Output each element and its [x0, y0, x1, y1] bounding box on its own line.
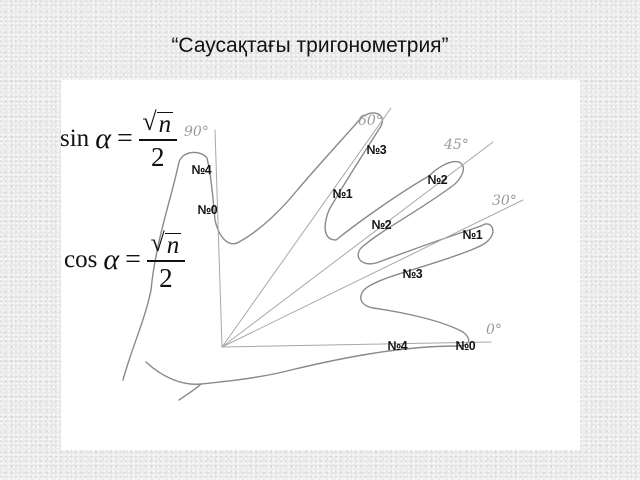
numerator: √ n	[150, 228, 182, 259]
angle-30-label: 30°	[492, 193, 517, 209]
radical-icon: √	[142, 107, 157, 136]
ray-60	[221, 107, 392, 348]
radical-icon: √	[150, 228, 165, 257]
angle-0-label: 0°	[486, 322, 502, 338]
fraction: √ n 2	[146, 228, 185, 293]
slide-title: “Саусақтағы тригонометрия”	[171, 34, 449, 57]
label-pinky-tip: №0	[455, 338, 476, 353]
ring-finger-outline	[360, 223, 494, 347]
label-ring-tip: №1	[462, 227, 483, 242]
middle-finger-outline	[357, 160, 482, 265]
alpha-symbol: α	[95, 121, 111, 155]
alpha-symbol: α	[103, 242, 120, 276]
label-middle-tip: №2	[427, 172, 448, 187]
cos-function: cos	[64, 245, 98, 273]
label-pinky-base: №4	[387, 338, 408, 353]
angle-60-label: 60°	[358, 113, 383, 129]
fraction: √ n 2	[138, 107, 177, 172]
hand-sketch	[122, 107, 524, 401]
wrist-line	[178, 383, 202, 401]
label-middle-base: №2	[371, 217, 392, 232]
equals-sign: =	[125, 243, 141, 275]
index-finger-outline	[298, 112, 430, 241]
radicand: n	[164, 232, 182, 259]
ray-90	[214, 129, 223, 348]
sin-function: sin	[60, 124, 90, 152]
radicand: n	[156, 111, 174, 138]
label-ring-base: №3	[402, 266, 423, 281]
angle-90-label: 90°	[184, 124, 209, 140]
label-index-base: №1	[332, 186, 353, 201]
hand-left-edge	[122, 289, 152, 381]
denominator: 2	[159, 262, 173, 293]
label-index-tip: №3	[366, 142, 387, 157]
label-thumb-top: №4	[191, 162, 212, 177]
numerator: √ n	[142, 107, 174, 138]
cos-formula: cos α = √ n 2	[64, 228, 185, 292]
fraction-bar	[138, 139, 177, 141]
ray-0	[221, 341, 492, 348]
pinky-outline	[145, 345, 458, 385]
fraction-bar	[146, 260, 185, 262]
label-thumb-base: №0	[197, 202, 218, 217]
ray-45	[221, 141, 494, 348]
ray-30	[221, 199, 524, 348]
angle-45-label: 45°	[444, 137, 469, 153]
thumb-outline	[150, 151, 300, 291]
denominator: 2	[150, 141, 165, 172]
sin-formula: sin α = √ n 2	[60, 107, 177, 171]
hand-diagram-panel: 90° 60° 45° 30° 0° №4 №0 №3 №1 №2 №2 №1 …	[60, 80, 580, 450]
equals-sign: =	[116, 122, 133, 154]
